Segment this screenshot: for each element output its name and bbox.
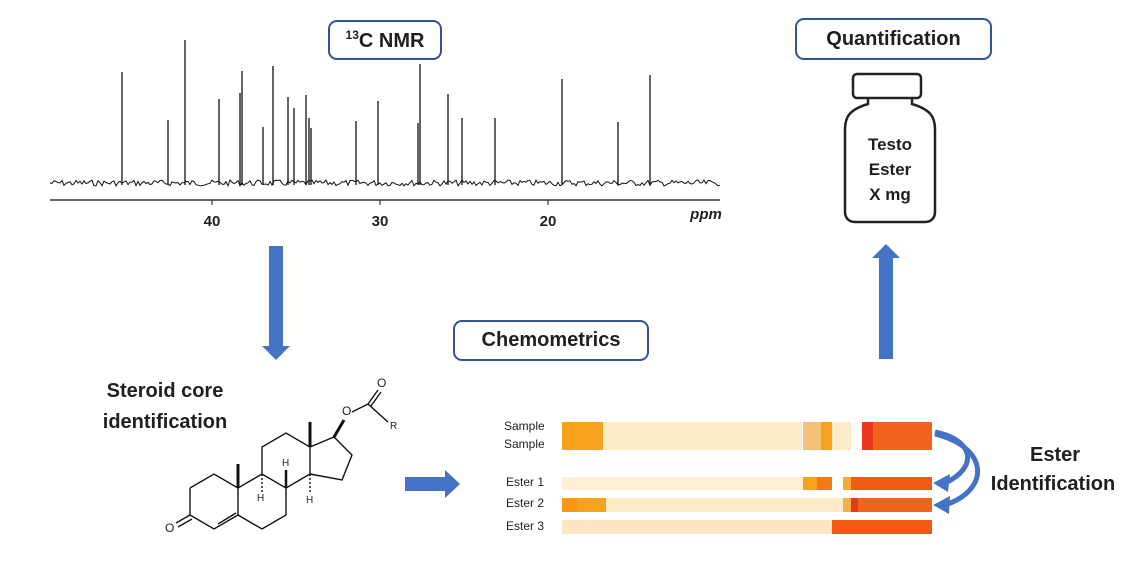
chemometrics-box: Chemometrics — [453, 320, 649, 361]
heatmap-label-ester-3: Ester 3 — [506, 519, 545, 533]
steroid-ester-o: O — [342, 404, 352, 418]
steroid-h-14: H — [306, 495, 314, 506]
heatmap-cell — [562, 498, 577, 512]
steroid-h-9: H — [257, 493, 265, 504]
heatmap-cell — [802, 477, 818, 490]
steroid-structure — [175, 389, 389, 530]
nmr-tick-label-40: 40 — [203, 213, 221, 230]
heatmap-cell — [850, 477, 932, 490]
nmr-spectrum — [49, 40, 721, 205]
heatmap-cell — [872, 422, 932, 450]
arrow-right-to-heatmap — [405, 470, 460, 498]
nmr-peaks — [121, 40, 651, 185]
chemometrics-title: Chemometrics — [481, 329, 621, 351]
heatmap-cell — [858, 498, 932, 512]
heatmap-cell — [843, 498, 851, 512]
nmr-tick-label-20: 20 — [539, 213, 557, 230]
quantification-title: Quantification — [826, 27, 961, 50]
heatmap-label-sample-2: Sample — [504, 437, 545, 451]
heatmap-cell — [562, 477, 803, 490]
steroid-keto-o: O — [165, 521, 175, 535]
nmr-title: 13C NMR — [345, 27, 425, 52]
heatmap-cell — [821, 422, 833, 450]
steroid-title-line1: Steroid core — [106, 380, 224, 402]
nmr-title-box: 13C NMR — [328, 20, 442, 60]
vial-label-amount: X mg — [869, 185, 911, 204]
nmr-tick-label-30: 30 — [371, 213, 389, 230]
ester-identification-line1: Ester — [1029, 444, 1081, 466]
heatmap-cell — [602, 422, 803, 450]
arrow-up-to-quantification — [872, 244, 900, 359]
curved-arrows-sample-to-esters — [933, 429, 981, 514]
heatmap-label-ester-2: Ester 2 — [506, 496, 545, 510]
ester-identification-line2: Identification — [990, 473, 1116, 495]
heatmap-cell — [850, 498, 858, 512]
heatmap-cell — [861, 422, 873, 450]
vial-label-testo: Testo — [867, 135, 913, 154]
arrow-down-to-steroid — [262, 246, 290, 360]
heatmap-cell — [832, 520, 932, 534]
nmr-axis-unit: ppm — [690, 206, 722, 223]
steroid-r-group: R — [390, 421, 398, 432]
nmr-baseline-noise — [49, 179, 721, 188]
vial-icon — [843, 72, 937, 224]
quantification-box: Quantification — [795, 18, 992, 60]
heatmap-cell — [606, 498, 844, 512]
heatmap-cell — [562, 422, 603, 450]
heatmap-cell — [832, 477, 844, 490]
nmr-tick-marks — [211, 200, 549, 205]
heatmap-cell — [802, 422, 821, 450]
heatmap-label-ester-1: Ester 1 — [506, 475, 545, 489]
heatmap-label-sample-1: Sample — [504, 419, 545, 433]
heatmap-cell — [817, 477, 833, 490]
vial-label-ester: Ester — [868, 160, 912, 179]
heatmap-cell — [562, 520, 833, 534]
heatmap-cell — [576, 498, 607, 512]
steroid-h-8: H — [282, 458, 290, 469]
steroid-title-line2: identification — [102, 411, 228, 433]
heatmap-cell — [832, 422, 851, 450]
heatmap-cell — [850, 422, 862, 450]
steroid-carbonyl-o: O — [377, 376, 387, 390]
heatmap-cell — [843, 477, 851, 490]
